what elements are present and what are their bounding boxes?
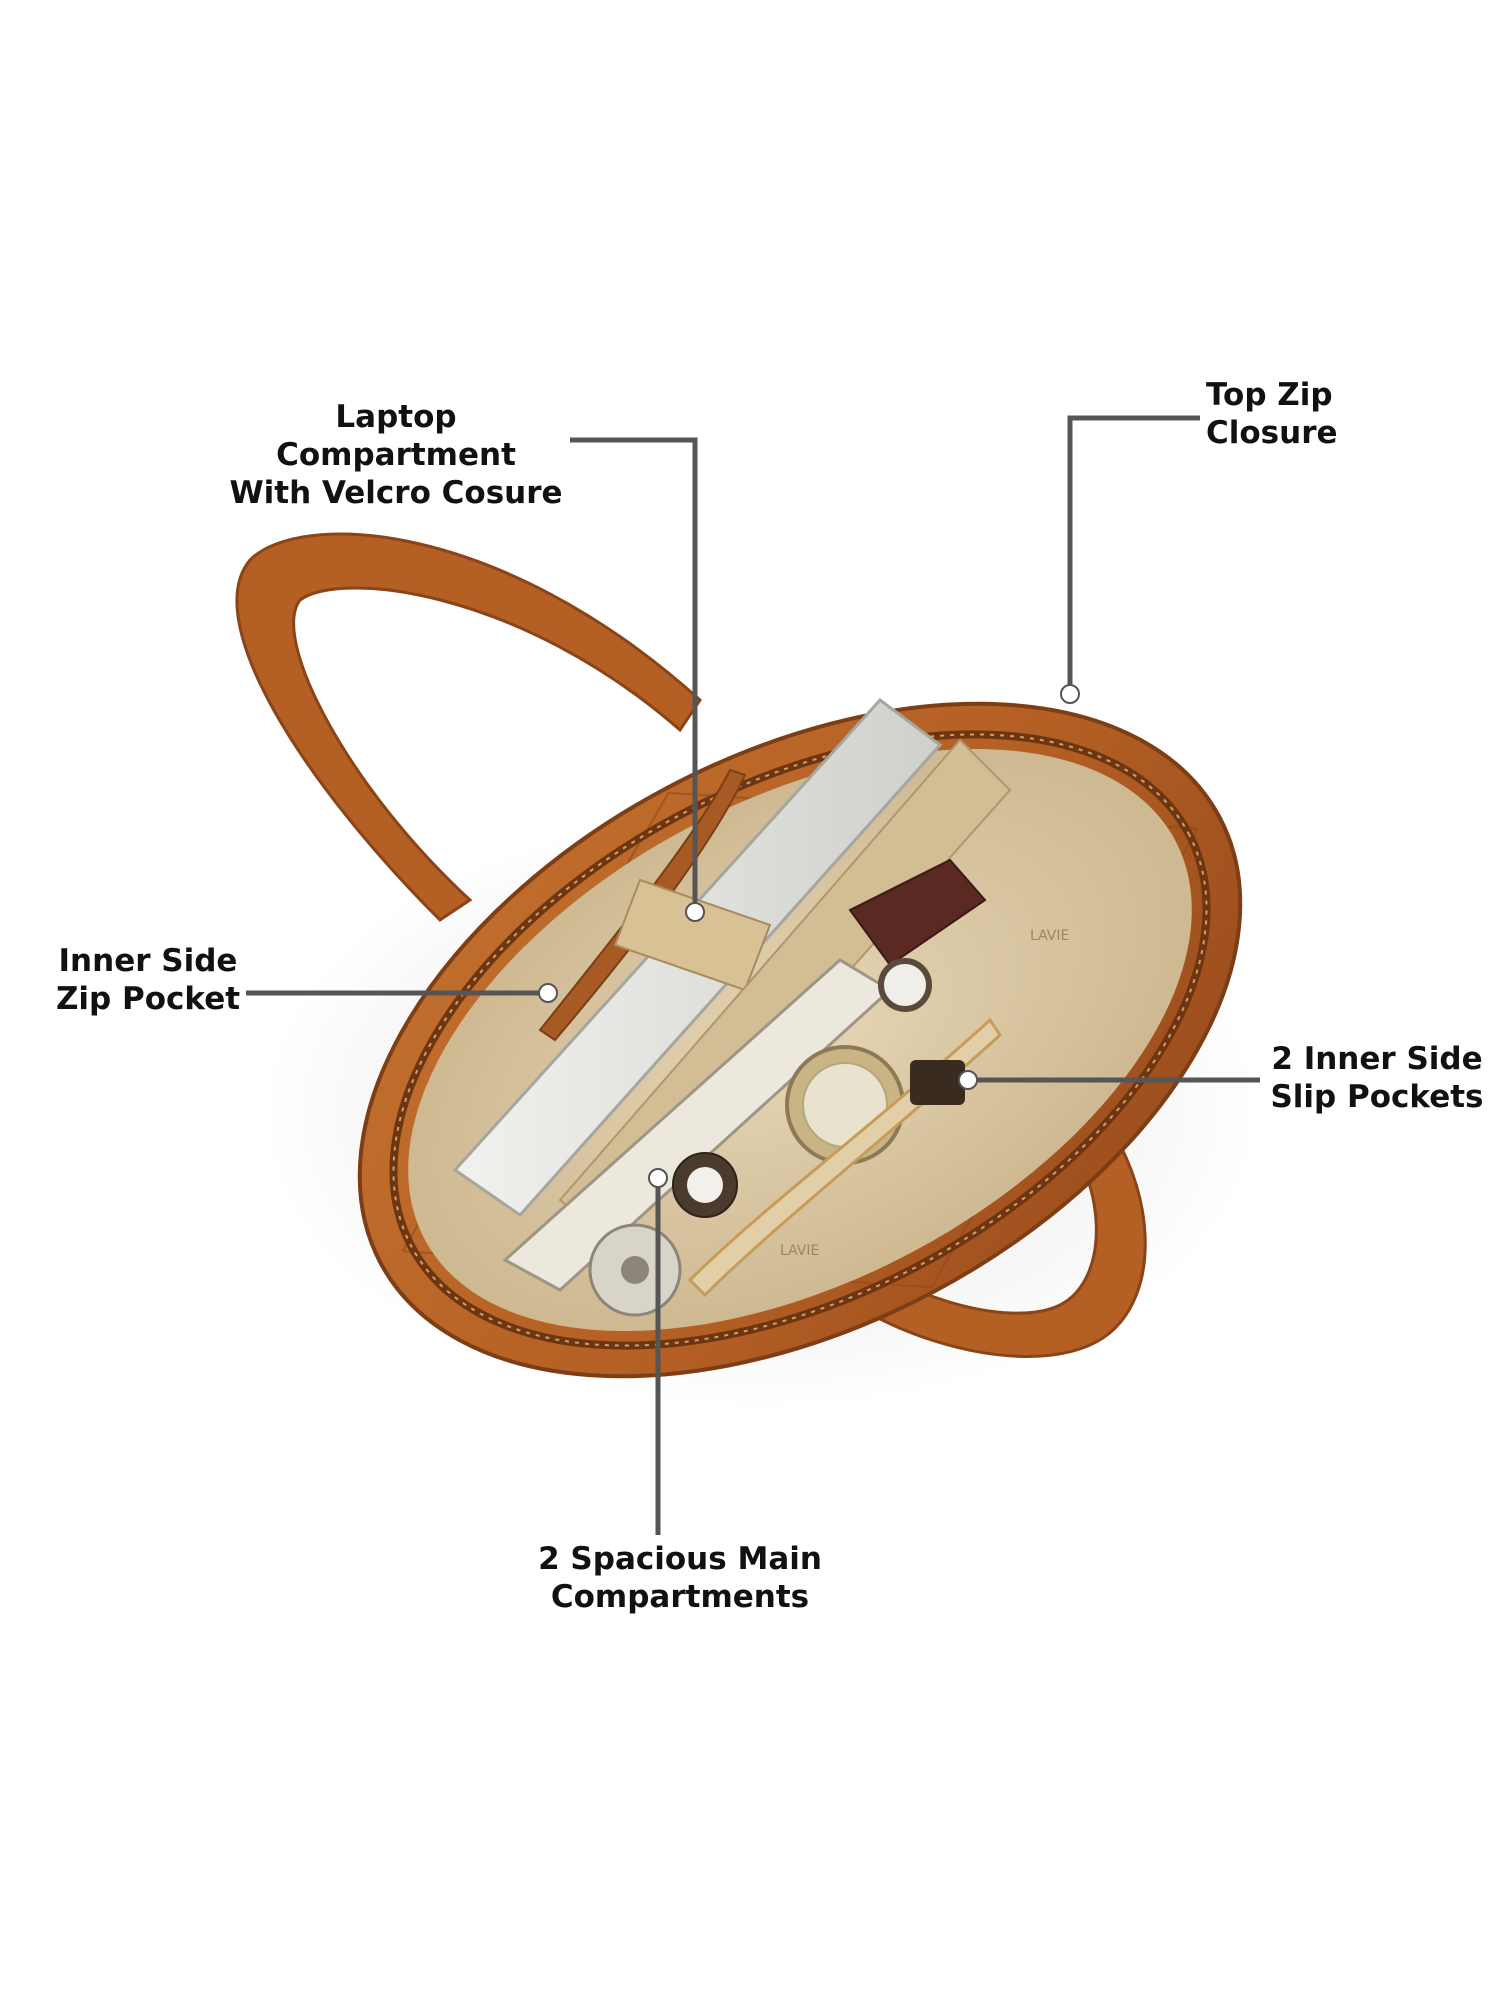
dot-slip bbox=[958, 1070, 978, 1090]
brand-mark: LAVIE bbox=[1030, 928, 1069, 944]
wallet bbox=[848, 858, 987, 967]
dot-laptop bbox=[685, 902, 705, 922]
callout-inner-side-zip-pocket: Inner Side Zip Pocket bbox=[55, 943, 241, 1017]
lipstick bbox=[878, 958, 932, 1012]
callout-top-zip-closure: Top Zip Closure bbox=[1206, 377, 1338, 451]
left-handle bbox=[235, 532, 702, 922]
leader-laptop bbox=[570, 437, 698, 910]
cosmetic-case bbox=[910, 1060, 965, 1105]
leader-topzip bbox=[1067, 415, 1200, 692]
callout-laptop-compartment: Laptop Compartment With Velcro Cosure bbox=[229, 399, 563, 511]
bag-contents: LAVIE LAVIE bbox=[452, 697, 1069, 1317]
callout-inner-slip-pockets: 2 Inner Side Slip Pockets bbox=[1270, 1041, 1484, 1115]
leader-dots bbox=[538, 684, 1080, 1188]
leader-lines bbox=[246, 415, 1260, 1535]
callout-main-compartments: 2 Spacious Main Compartments bbox=[538, 1541, 822, 1615]
dot-innerzip bbox=[538, 983, 558, 1003]
dot-main bbox=[648, 1168, 668, 1188]
notebook bbox=[502, 958, 893, 1292]
brand-mark: LAVIE bbox=[780, 1243, 819, 1259]
dot-topzip bbox=[1060, 684, 1080, 704]
